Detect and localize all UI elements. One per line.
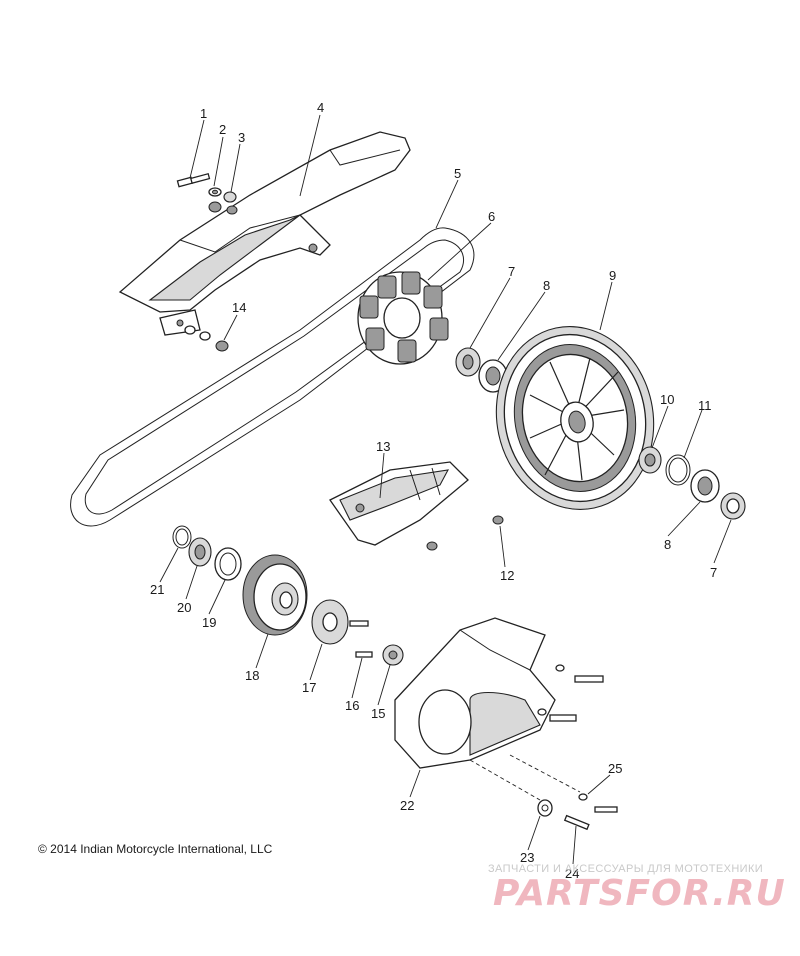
callout-1: 1: [200, 106, 207, 121]
spacer-20: [188, 537, 212, 567]
callout-18: 18: [245, 668, 259, 683]
callout-20: 20: [177, 600, 191, 615]
guard-bolt-1: [176, 172, 211, 188]
bolt-14: [184, 325, 229, 352]
callout-22: 22: [400, 798, 414, 813]
callout-6: 6: [488, 209, 495, 224]
snap-ring-11: [665, 454, 691, 486]
copyright-notice: © 2014 Indian Motorcycle International, …: [38, 842, 273, 856]
callout-19: 19: [202, 615, 216, 630]
front-sprocket: [242, 554, 308, 636]
callout-2: 2: [219, 122, 226, 137]
watermark-tagline: ЗАПЧАСТИ И АКСЕССУАРЫ ДЛЯ МОТОТЕХНИКИ: [488, 863, 763, 875]
lower-belt-guard: [329, 461, 469, 546]
callout-4: 4: [317, 100, 324, 115]
retainer-plate-17: [311, 599, 349, 645]
callout-23: 23: [520, 850, 534, 865]
callout-7-lower: 7: [710, 565, 717, 580]
bolts-16: [349, 620, 373, 658]
callout-8-lower: 8: [664, 537, 671, 552]
cush-drive-damper: [357, 271, 449, 365]
o-ring-21: [172, 525, 192, 549]
spacer-right: [720, 492, 746, 520]
callout-10: 10: [660, 392, 674, 407]
spacer-upper: [455, 347, 481, 377]
callout-24: 24: [565, 866, 579, 881]
bearing-10: [638, 446, 662, 474]
callout-25: 25: [608, 761, 622, 776]
callout-13: 13: [376, 439, 390, 454]
rear-pulley: [495, 326, 655, 510]
cover-bolts: [537, 664, 604, 722]
watermark-brand: PARTSFOR.RU: [493, 873, 786, 914]
bearing-right: [690, 469, 720, 503]
callout-9: 9: [609, 268, 616, 283]
bolts-24-25: [563, 793, 618, 831]
callout-17: 17: [302, 680, 316, 695]
callout-7-upper: 7: [508, 264, 515, 279]
callout-3: 3: [238, 130, 245, 145]
bolt-12: [426, 515, 504, 551]
sprocket-cover: [394, 617, 556, 769]
washer-2: [208, 187, 222, 197]
leader-lines: [159, 114, 732, 865]
callout-5: 5: [454, 166, 461, 181]
callout-16: 16: [345, 698, 359, 713]
callout-14: 14: [232, 300, 246, 315]
seal-19: [214, 547, 242, 581]
callout-21: 21: [150, 582, 164, 597]
callout-12: 12: [500, 568, 514, 583]
clip-23: [537, 799, 553, 817]
drive-belt: [70, 227, 475, 527]
nut-3: [208, 191, 238, 215]
callout-8-upper: 8: [543, 278, 550, 293]
callout-11: 11: [698, 398, 712, 413]
callouts: 1 2 3 4 5 6 7 8 9 10 11 12 13 14 15 16 1…: [150, 100, 717, 881]
callout-15: 15: [371, 706, 385, 721]
nut-15: [382, 644, 404, 666]
